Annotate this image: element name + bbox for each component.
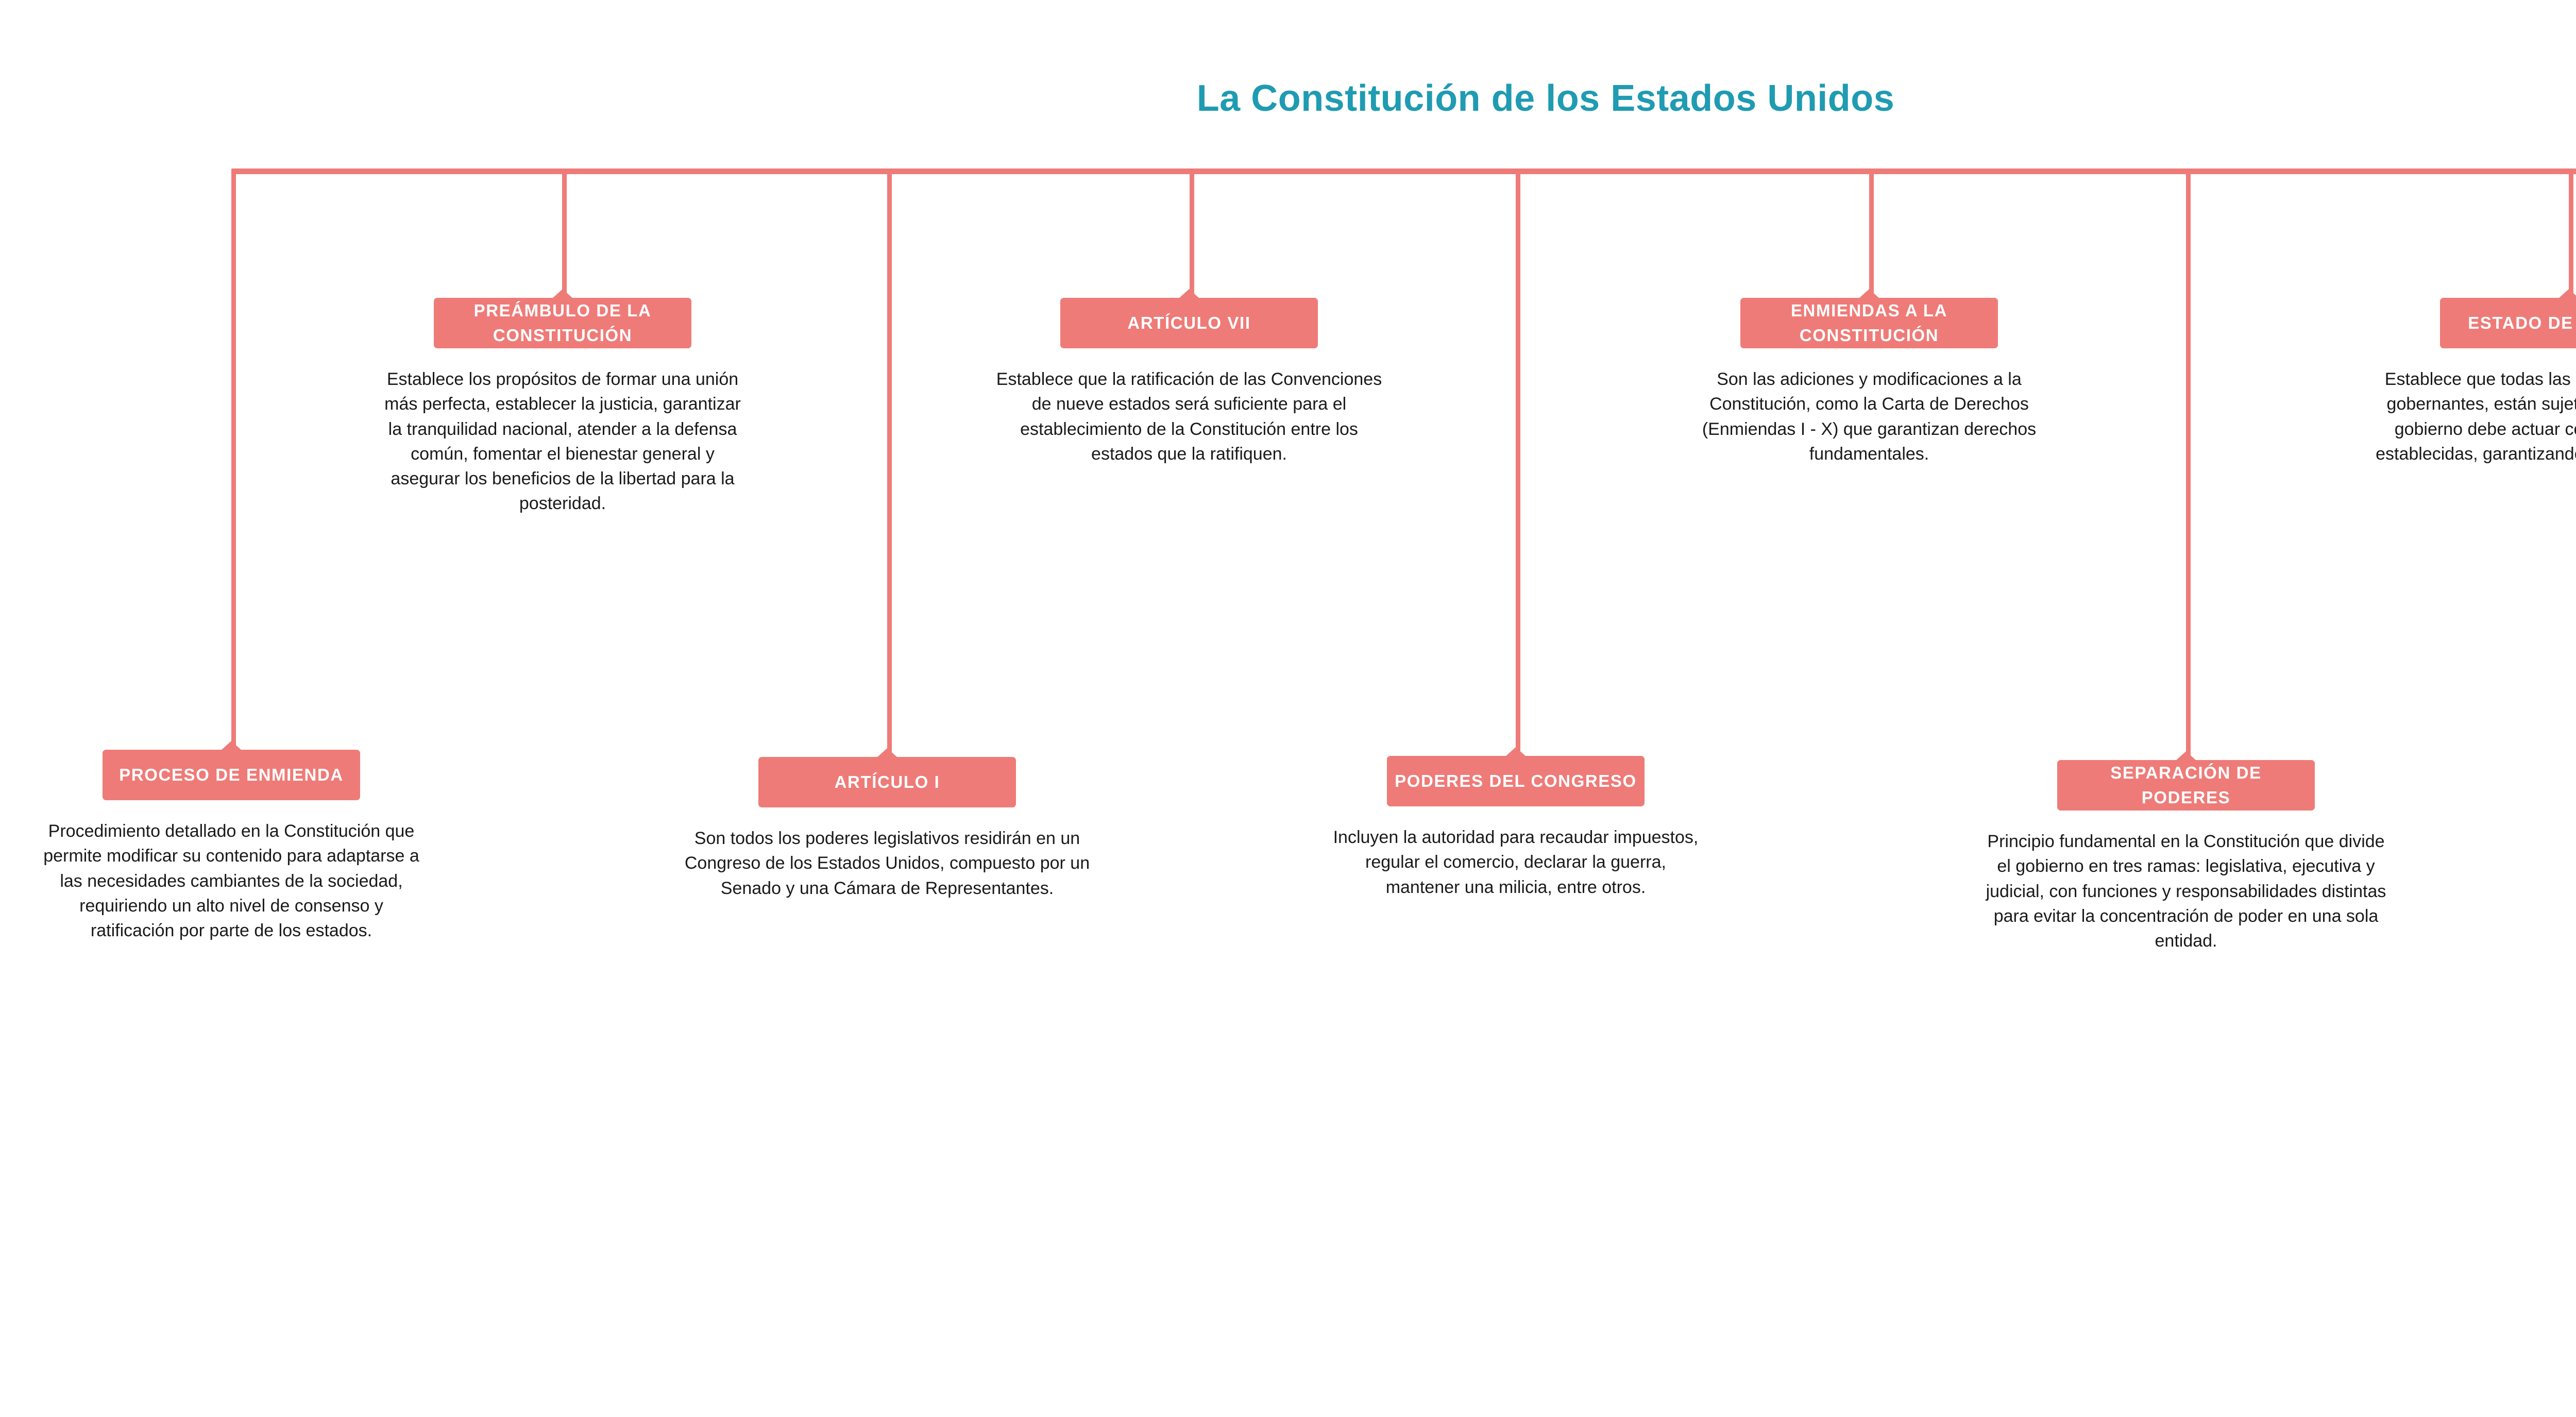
- node-label-text: PREÁMBULO DE LA CONSTITUCIÓN: [473, 301, 652, 345]
- node-estado-de-derecho[interactable]: ESTADO DE DERECHO Establece que todas la…: [2376, 298, 2576, 466]
- node-label-text: SEPARACIÓN DE PODERES: [2110, 763, 2262, 807]
- node-label-text: ESTADO DE DERECHO: [2468, 313, 2576, 333]
- connector-estado-de-derecho: [2569, 168, 2573, 300]
- node-label-proceso-de-enmienda[interactable]: PROCESO DE ENMIENDA: [103, 750, 360, 800]
- node-enmiendas-a-la-constitucion[interactable]: ENMIENDAS A LA CONSTITUCIÓN Son las adic…: [1702, 298, 2036, 466]
- connector-enmiendas: [1869, 168, 1874, 300]
- node-preambulo-de-la-constitucion[interactable]: PREÁMBULO DE LA CONSTITUCIÓN Establece l…: [384, 298, 741, 516]
- node-articulo-vii[interactable]: ARTÍCULO VII Establece que la ratificaci…: [996, 298, 1382, 466]
- connector-articulo-i: [887, 168, 892, 757]
- node-label-poderes-del-congreso[interactable]: PODERES DEL CONGRESO: [1387, 756, 1645, 806]
- node-description-poderes-del-congreso: Incluyen la autoridad para recaudar impu…: [1333, 828, 1699, 897]
- node-label-preambulo[interactable]: PREÁMBULO DE LA CONSTITUCIÓN: [434, 298, 691, 348]
- node-label-separacion-de-poderes[interactable]: SEPARACIÓN DE PODERES: [2057, 760, 2315, 811]
- node-description-articulo-vii: Establece que la ratificación de las Con…: [996, 369, 1382, 464]
- node-description-separacion-de-poderes: Principio fundamental en la Constitución…: [1986, 832, 2386, 951]
- node-label-text: ENMIENDAS A LA CONSTITUCIÓN: [1790, 301, 1948, 345]
- node-poderes-del-congreso[interactable]: PODERES DEL CONGRESO Incluyen la autorid…: [1333, 756, 1698, 900]
- node-label-text: ARTÍCULO VII: [1127, 313, 1251, 333]
- node-description-preambulo: Establece los propósitos de formar una u…: [384, 369, 741, 514]
- page-title: La Constitución de los Estados Unidos: [1196, 78, 1895, 119]
- node-proceso-de-enmienda[interactable]: PROCESO DE ENMIENDA Procedimiento detall…: [43, 750, 419, 943]
- connector-proceso-de-enmienda: [231, 168, 236, 750]
- node-label-enmiendas[interactable]: ENMIENDAS A LA CONSTITUCIÓN: [1740, 298, 1998, 348]
- node-description-estado-de-derecho: Establece que todas las personas, inclui…: [2376, 369, 2576, 464]
- node-description-enmiendas: Son las adiciones y modificaciones a la …: [1702, 369, 2037, 464]
- connector-articulo-vii: [1190, 168, 1194, 300]
- node-label-articulo-vii[interactable]: ARTÍCULO VII: [1060, 298, 1318, 348]
- node-label-text: PODERES DEL CONGRESO: [1395, 771, 1637, 791]
- node-articulo-i[interactable]: ARTÍCULO I Son todos los poderes legisla…: [685, 757, 1090, 901]
- node-label-estado-de-derecho[interactable]: ESTADO DE DERECHO: [2440, 298, 2576, 348]
- node-description-articulo-i: Son todos los poderes legislativos resid…: [684, 829, 1090, 898]
- connector-separacion-de-poderes: [2186, 168, 2191, 760]
- spine-horizontal: [232, 168, 2576, 174]
- node-label-text: PROCESO DE ENMIENDA: [119, 765, 344, 785]
- connector-poderes-del-congreso: [1516, 168, 1520, 756]
- node-label-text: ARTÍCULO I: [834, 772, 940, 792]
- node-description-proceso-de-enmienda: Procedimiento detallado en la Constituci…: [43, 821, 419, 941]
- node-label-articulo-i[interactable]: ARTÍCULO I: [758, 757, 1016, 807]
- connector-preambulo: [562, 168, 567, 300]
- node-separacion-de-poderes[interactable]: SEPARACIÓN DE PODERES Principio fundamen…: [1986, 760, 2386, 953]
